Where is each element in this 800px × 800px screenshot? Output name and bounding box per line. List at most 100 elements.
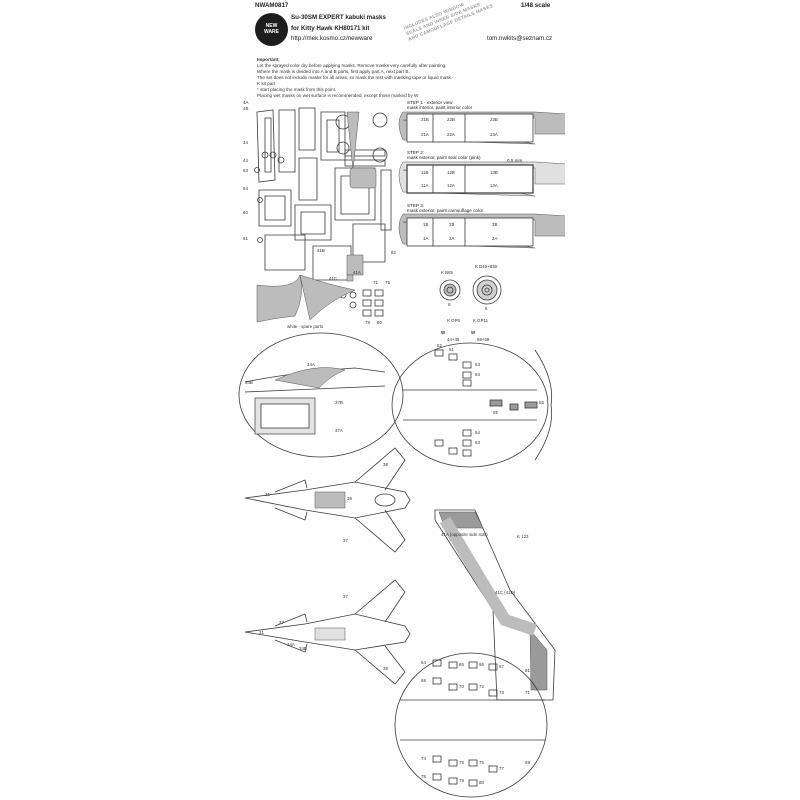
canopy-part-label: 2A [449,236,455,241]
detail-bubble-left [238,332,404,458]
canopy-part-label: 12A [447,183,455,188]
product-title: Su-30SM EXPERT kabuki masks [291,14,386,21]
part-number: 75 [459,760,464,765]
part-number: 70 [459,684,464,689]
wheel-label-gp11: K GP11 [473,318,489,323]
part-number: 37B [335,400,343,405]
instruction-line: K kit part [257,81,276,86]
canopy-part-label: 22B [447,117,455,122]
scale-label: 1/48 scale [521,2,551,9]
wet-mark: W [441,330,446,335]
wheel-label-b49: K B49+B50 [475,264,498,269]
part-number: 41A [353,270,361,275]
logo-line-1: NEW [265,23,278,30]
instruction-sheet: NEW WARE NWAM0817 Su-30SM EXPERT kabuki … [235,0,565,800]
wet-mark: W [471,330,476,335]
part-number: 51 [449,347,454,352]
kit-name: for Kitty Hawk KH80171 kit [291,25,370,32]
part-number: 77 [499,766,504,771]
part-number: 44 [243,158,248,163]
logo-line-2: WARE [264,28,279,35]
spare-mask-parts [256,111,377,323]
instruction-line: Where the mask is divided into A and B p… [257,69,410,74]
wheel-label-b65: K B65 [441,270,453,275]
part-number: 79 [365,320,370,325]
part-number: 68 [421,678,426,683]
part-number: 54 [475,430,480,435]
part-number: 69 [525,760,530,765]
part-number: 66 [479,662,484,667]
mask-drawings [238,107,565,798]
seal-width: 0,5 mm [507,158,523,163]
gp6-parts: 44+45 [447,337,460,342]
part-number: 37 [343,594,348,599]
part-number: 38 [383,462,388,467]
gp11-parts: 58+59 [477,337,490,342]
part-number: 41B [317,248,325,253]
part-number: 31 [265,492,270,497]
part-number: 60 [243,210,248,215]
part-number: 80 [479,780,484,785]
part-number: 41C [329,276,338,281]
canopy-part-label: 21A [421,132,429,137]
instruction-line: The set does not include masks for all a… [257,75,453,80]
step-3-subtitle: mask exterior, paint camouflage color [407,208,484,214]
fin-mask-41c: 41C (41D) [495,590,516,595]
fin-kit-part: K 123 [517,534,529,539]
part-number: 56 [539,400,544,405]
part-number: 54 [243,186,248,191]
canopy-part-label: 13B [490,170,498,175]
part-number: 82 [391,250,396,255]
canopy-part-label: 11A [421,183,429,188]
part-number: 67 [499,664,504,669]
part-number: 65 [459,662,464,667]
part-number: 79 [459,778,464,783]
canopy-step-1 [398,111,565,145]
canopy-part-label: 11B [421,170,429,175]
canopy-part-label: 13A [490,183,498,188]
part-number: 34A [287,642,295,647]
canopy-part-label: 22A [447,132,455,137]
canopy-part-label: 1A [423,236,429,241]
step-3-title: STEP 3: [407,203,425,208]
part-number: 74 [421,756,426,761]
canopy-part-label: 21B [421,117,429,122]
part-number: 71 [525,690,530,695]
part-number: 34B [299,646,307,651]
part-number: 31 [259,630,264,635]
instruction-heading: Important: [257,57,280,62]
detail-bubble-right [391,342,553,468]
part-number: 55 [493,410,498,415]
detail-bubble-bottom [394,652,548,798]
part-number: 53 [243,168,248,173]
part-number: 37 [343,538,348,543]
tail-fin [434,509,556,701]
step-3-label: STEP 3: mask exterior, paint camouflage … [407,203,483,214]
canopy-step-3 [398,213,565,249]
part-number: 37A [335,428,343,433]
part-number: 64 [421,660,426,665]
canopy-part-label: 3A [492,236,498,241]
part-number: 4A [243,100,249,105]
instruction-line: Let the sprayed color dry before applyin… [257,63,447,68]
part-number: 61 [243,236,248,241]
part-number: 54 [475,372,480,377]
canopy-step-2 [398,161,565,197]
part-number: 34A [307,362,315,367]
step-2-subtitle: mask exterior, paint seal color (pink) [407,155,481,161]
instruction-line: Placing wet masks on wet surface is reco… [257,93,419,98]
part-number: 53 [475,440,480,445]
step-1-title: STEP 1 - exterior view [407,100,453,105]
part-number: 34 [243,140,248,145]
part-number: 52 [437,343,442,348]
wheel-part-8: 8 [485,306,488,311]
product-code: NWAM0817 [255,2,289,9]
aircraft-top-view [244,447,411,553]
part-number: 80 [377,320,382,325]
canopy-part-label: 3B [492,222,498,227]
step-2-label: STEP 2: mask exterior, paint seal color … [407,150,481,161]
step-2-title: STEP 2: [407,150,425,155]
newware-logo: NEW WARE [255,13,288,46]
part-number: 81 [525,668,530,673]
part-number: 36 [347,496,352,501]
